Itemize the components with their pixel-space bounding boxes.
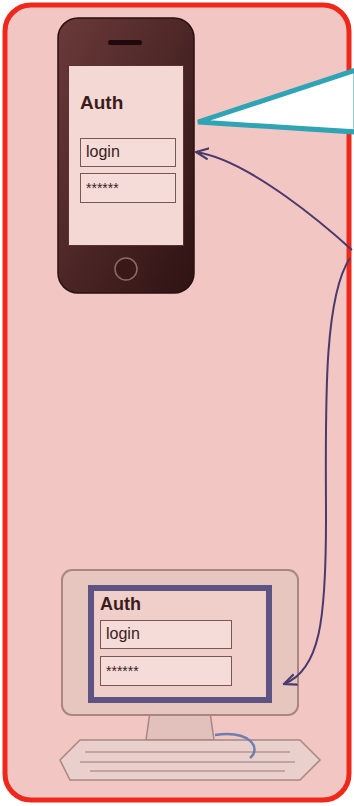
leader-line bbox=[284, 258, 350, 684]
input-field: ****** bbox=[80, 173, 176, 203]
field-text: ****** bbox=[106, 663, 139, 679]
screen-heading: Auth bbox=[80, 92, 123, 114]
field-text: login bbox=[86, 143, 120, 161]
cable bbox=[215, 734, 255, 758]
screen-heading: Auth bbox=[100, 594, 141, 615]
input-field: ****** bbox=[100, 656, 232, 686]
keyboard-keys bbox=[80, 752, 295, 771]
field-text: ****** bbox=[86, 180, 119, 196]
monitor-bezel bbox=[62, 570, 298, 715]
phone-screen: Auth login ****** bbox=[68, 65, 184, 246]
monitor-screen: Auth login ****** bbox=[88, 585, 272, 703]
leader-line bbox=[196, 152, 352, 250]
input-field: login bbox=[80, 138, 176, 167]
field-text: login bbox=[106, 625, 140, 643]
callout-pointer bbox=[198, 70, 354, 132]
phone-speaker bbox=[108, 40, 142, 45]
monitor-stand bbox=[146, 712, 214, 740]
input-field: login bbox=[100, 620, 232, 649]
keyboard bbox=[60, 740, 320, 780]
phone-button bbox=[115, 258, 137, 280]
phone-body bbox=[58, 18, 194, 293]
